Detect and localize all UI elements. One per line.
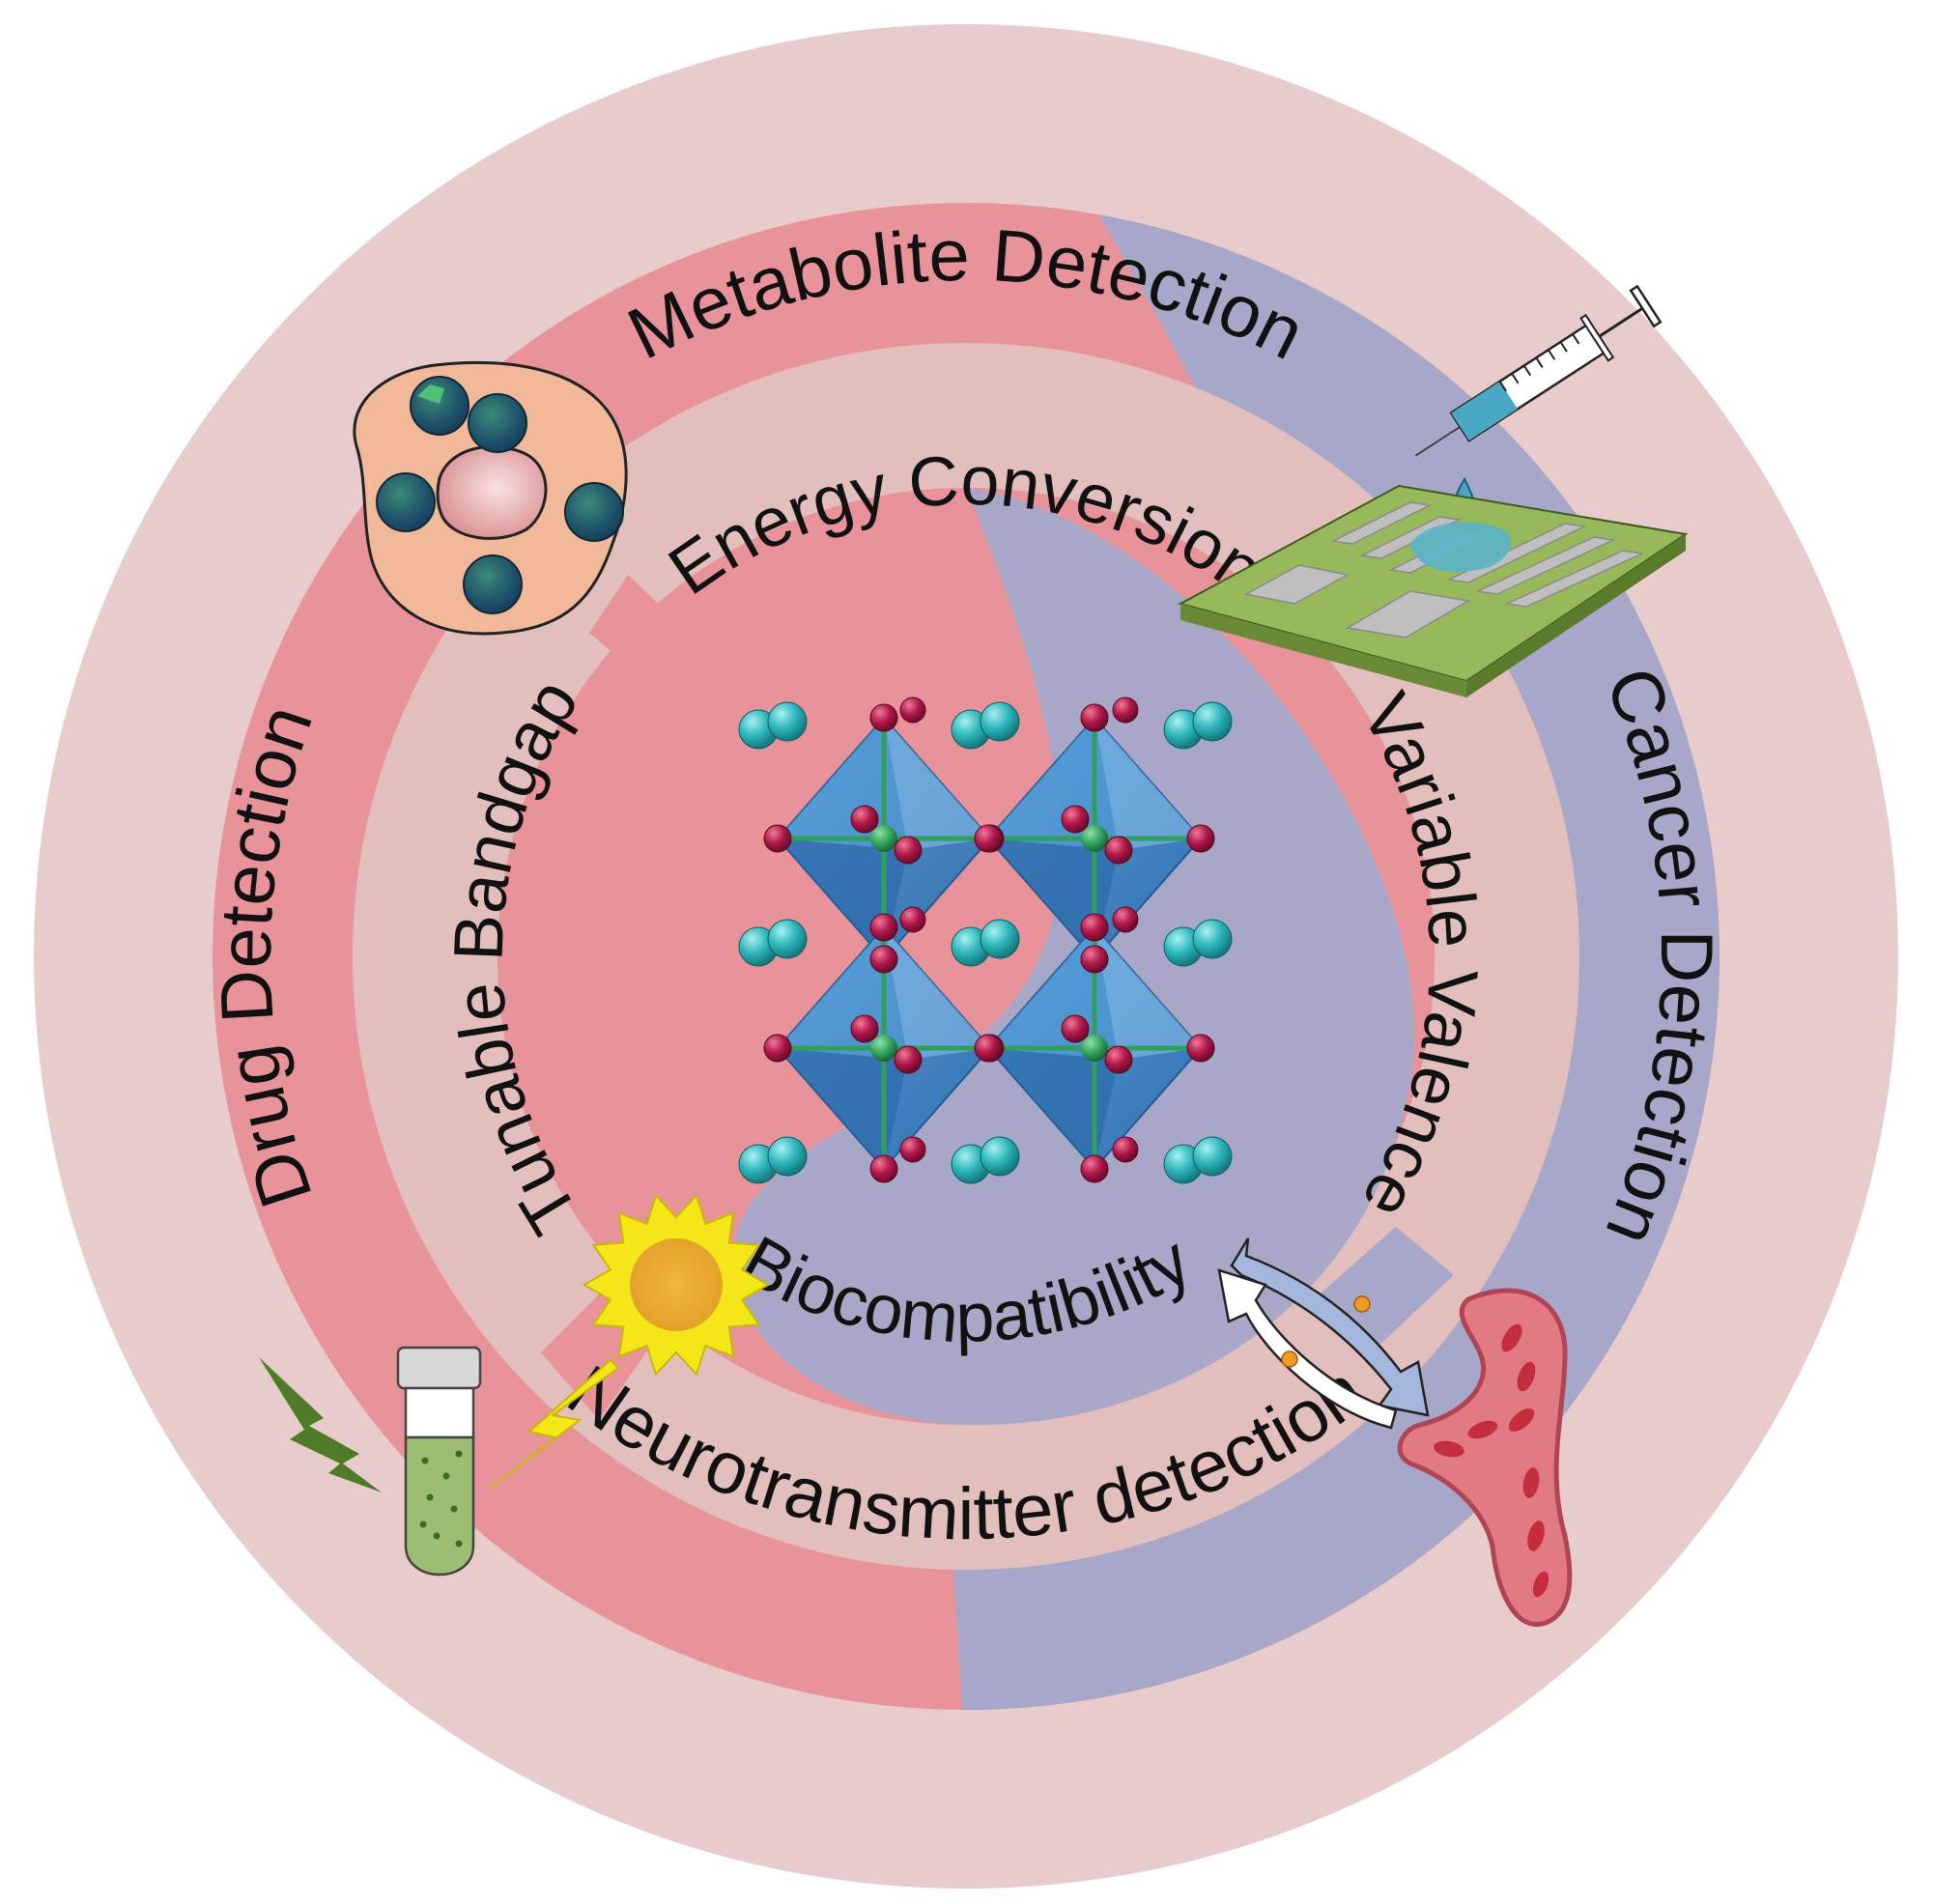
a-site-cation: [1192, 1136, 1233, 1177]
halide-atom: [1080, 913, 1109, 942]
nanoparticle: [410, 376, 469, 436]
halide-atom: [1104, 1045, 1133, 1074]
halide-atom: [1080, 703, 1109, 732]
halide-atom: [899, 696, 926, 724]
halide-atom: [1112, 1136, 1139, 1163]
b-site-atom: [870, 1035, 897, 1062]
halide-atom: [763, 1034, 792, 1063]
halide-atom: [1104, 836, 1133, 865]
halide-atom: [894, 1045, 923, 1074]
a-site-cation: [980, 701, 1020, 742]
halide-atom: [899, 1136, 926, 1163]
b-site-atom: [1081, 825, 1108, 852]
a-site-cation: [1192, 919, 1233, 959]
sun-icon: [583, 1193, 770, 1377]
nanoparticle: [564, 482, 624, 542]
a-site-cation: [767, 701, 808, 742]
test-tube-icon: [396, 1346, 482, 1577]
nanoparticle: [468, 393, 527, 453]
blood-vessel-icon: [1397, 1288, 1573, 1627]
electron: [1281, 1350, 1298, 1368]
liquid-sample: [1410, 522, 1512, 572]
redox-arrows-icon: [1217, 1237, 1430, 1430]
a-site-cation: [1192, 701, 1233, 742]
halide-atom: [894, 836, 923, 865]
halide-atom: [1061, 805, 1090, 834]
syringe-icon: [1414, 284, 1663, 516]
halide-atom: [869, 1154, 898, 1183]
halide-atom: [850, 805, 879, 834]
halide-atom: [1186, 1034, 1215, 1063]
halide-atom: [869, 945, 898, 974]
nanoparticle: [463, 554, 523, 614]
halide-atom: [1112, 696, 1139, 724]
halide-atom: [1080, 1154, 1109, 1183]
halide-atom: [974, 824, 1003, 853]
cell-with-nanoparticles-icon: [353, 360, 628, 636]
nanoparticle: [376, 472, 436, 532]
halide-atom: [763, 824, 792, 853]
nucleus: [436, 444, 548, 540]
halide-atom: [974, 1034, 1003, 1063]
a-site-cation: [767, 1136, 808, 1177]
a-site-cation: [980, 1136, 1020, 1177]
halide-atom: [1061, 1014, 1090, 1043]
b-site-atom: [1081, 1035, 1108, 1062]
a-site-cation: [980, 919, 1020, 959]
b-site-atom: [870, 825, 897, 852]
halide-atom: [869, 913, 898, 942]
a-site-cation: [767, 919, 808, 959]
halide-atom: [1186, 824, 1215, 853]
halide-atom: [899, 906, 926, 933]
halide-atom: [850, 1014, 879, 1043]
lightning-icon: [259, 1357, 620, 1492]
halide-atom: [869, 703, 898, 732]
halide-atom: [1112, 906, 1139, 933]
sensor-chip-icon: [1178, 484, 1689, 697]
halide-atom: [1080, 945, 1109, 974]
perovskite-crystal-icon: [738, 696, 1233, 1184]
electron: [1353, 1295, 1371, 1313]
